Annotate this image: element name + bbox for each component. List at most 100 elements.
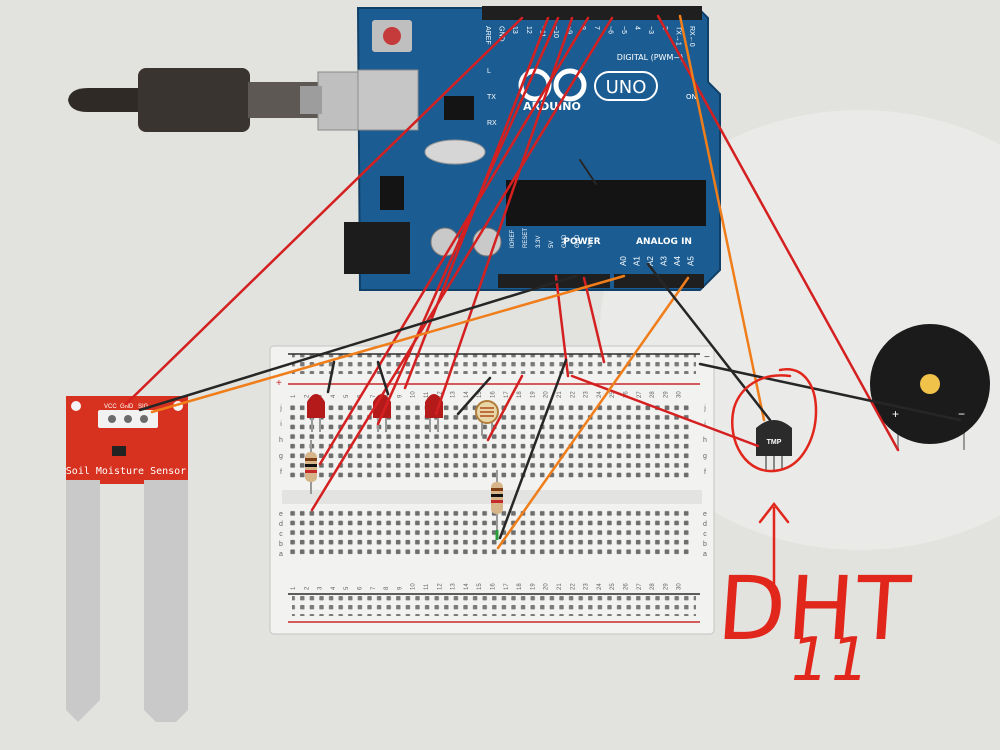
row-letter: f bbox=[280, 469, 282, 476]
wire bbox=[656, 14, 900, 452]
wire bbox=[698, 362, 962, 422]
column-number: 3 bbox=[318, 586, 324, 590]
power-pin-label: GND bbox=[575, 234, 581, 248]
column-number: 27 bbox=[637, 391, 643, 398]
piezo-buzzer: + − bbox=[870, 324, 990, 450]
column-number: 13 bbox=[451, 391, 457, 398]
rail-minus-label: − bbox=[704, 352, 710, 363]
usb-jack bbox=[357, 69, 419, 131]
power-pin-label: IOREF bbox=[510, 229, 516, 248]
digital-pin-label: ~5 bbox=[620, 26, 627, 34]
analog-header-label: ANALOG IN bbox=[636, 237, 692, 247]
column-number: 10 bbox=[411, 583, 417, 590]
column-number: 6 bbox=[358, 586, 364, 590]
wire bbox=[486, 374, 524, 442]
column-number: 17 bbox=[504, 583, 510, 590]
soil-pin-vcc-label: VCC bbox=[104, 404, 117, 410]
column-number: 1 bbox=[291, 586, 297, 590]
led-label: TX bbox=[487, 94, 496, 101]
temperature-sensor: TMP bbox=[756, 420, 792, 470]
handwritten-marks bbox=[731, 368, 818, 592]
column-number: 2 bbox=[304, 586, 310, 590]
wire bbox=[678, 14, 766, 422]
analog-pin-label: A1 bbox=[633, 256, 642, 266]
column-number: 21 bbox=[557, 583, 563, 590]
digital-pin-label: TX→1 bbox=[674, 26, 681, 46]
wire bbox=[376, 360, 390, 396]
power-pin-label: 5V bbox=[549, 241, 555, 248]
column-number: 4 bbox=[331, 394, 337, 398]
analog-pin-label: A3 bbox=[660, 256, 669, 266]
column-number: 22 bbox=[570, 583, 576, 590]
column-number: 16 bbox=[491, 391, 497, 398]
row-letter: d bbox=[703, 521, 707, 528]
column-number: 26 bbox=[624, 583, 630, 590]
led-3 bbox=[425, 394, 443, 432]
column-number: 24 bbox=[597, 583, 603, 590]
wires bbox=[124, 14, 962, 550]
power-header-label: POWER bbox=[563, 237, 600, 247]
column-number: 16 bbox=[491, 583, 497, 590]
digital-pin-label: 7 bbox=[593, 26, 600, 30]
row-letter: f bbox=[704, 469, 706, 476]
column-number: 28 bbox=[650, 391, 656, 398]
column-number: 24 bbox=[597, 391, 603, 398]
buzzer-plus-label: + bbox=[892, 407, 899, 421]
wire bbox=[326, 360, 336, 394]
column-number: 15 bbox=[477, 391, 483, 398]
led-1 bbox=[307, 394, 325, 432]
digital-pin-label: 13 bbox=[511, 26, 518, 34]
column-number: 28 bbox=[650, 583, 656, 590]
board-model-label: UNO bbox=[606, 77, 647, 98]
column-number: 8 bbox=[384, 586, 390, 590]
row-letter: g bbox=[279, 453, 283, 460]
digital-header-label: DIGITAL (PWM~) bbox=[617, 53, 683, 62]
column-number: 27 bbox=[637, 583, 643, 590]
tmp-label: TMP bbox=[767, 439, 782, 446]
column-number: 9 bbox=[397, 586, 403, 590]
column-number: 17 bbox=[504, 391, 510, 398]
row-letter: j bbox=[279, 405, 282, 412]
row-letter: i bbox=[704, 421, 706, 428]
column-number: 29 bbox=[663, 391, 669, 398]
top-power-rail bbox=[292, 354, 696, 374]
arrow-annotation bbox=[758, 501, 790, 592]
column-number: 11 bbox=[424, 391, 430, 398]
row-letter: h bbox=[703, 437, 707, 444]
buzzer-minus-label: − bbox=[958, 407, 965, 421]
soil-pin-gnd-label: GND bbox=[120, 404, 134, 410]
column-number: 3 bbox=[318, 394, 324, 398]
row-letter: e bbox=[703, 511, 707, 518]
row-letter: b bbox=[703, 541, 707, 548]
rail-plus-label: + bbox=[276, 378, 282, 389]
bottom-terminal-strip bbox=[290, 508, 692, 558]
wire bbox=[498, 358, 568, 540]
row-letter: a bbox=[279, 551, 283, 558]
column-number: 12 bbox=[437, 583, 443, 590]
wire bbox=[646, 262, 772, 422]
row-letter: i bbox=[280, 421, 282, 428]
wire bbox=[150, 274, 626, 414]
column-number: 11 bbox=[424, 583, 430, 590]
digital-header bbox=[482, 6, 702, 20]
column-number: 7 bbox=[371, 586, 377, 590]
column-number: 7 bbox=[371, 394, 377, 398]
row-letter: c bbox=[703, 531, 707, 538]
analog-pin-label: A2 bbox=[646, 256, 655, 266]
row-letter: b bbox=[279, 541, 283, 548]
handwritten-11: 11 bbox=[783, 625, 877, 695]
column-number: 14 bbox=[464, 391, 470, 398]
column-number: 20 bbox=[544, 391, 550, 398]
circle-annotation bbox=[731, 368, 818, 473]
digital-pin-label: 12 bbox=[525, 26, 532, 34]
column-number: 5 bbox=[344, 586, 350, 590]
column-number: 12 bbox=[437, 391, 443, 398]
column-number: 2 bbox=[304, 394, 310, 398]
column-number: 5 bbox=[344, 394, 350, 398]
analog-pin-label: A5 bbox=[687, 256, 696, 266]
